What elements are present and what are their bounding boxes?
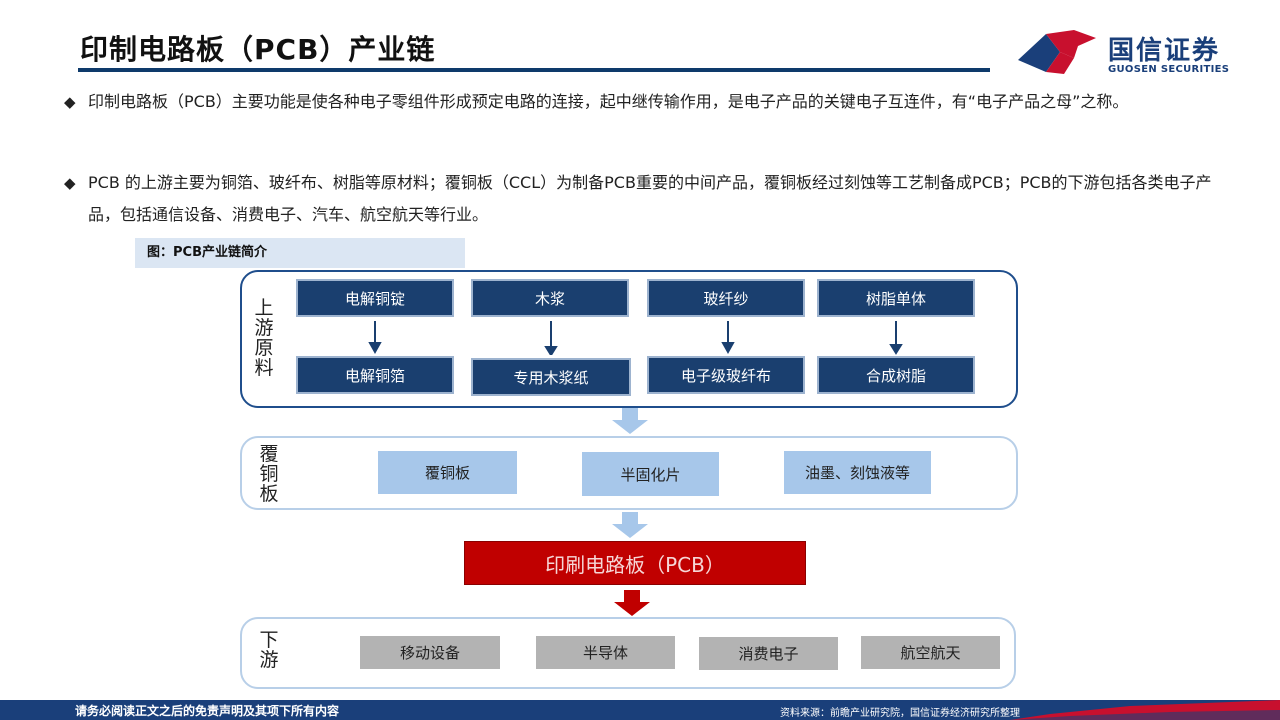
flow-down-arrow-icon (612, 512, 648, 538)
upstream-label-text: 上游原料 (254, 297, 274, 379)
upstream-bottom-box: 专用木浆纸 (471, 358, 631, 396)
upstream-arrows (368, 321, 903, 355)
upstream-bottom-box: 电解铜箔 (296, 356, 454, 394)
footer-source: 资料来源：前瞻产业研究院，国信证券经济研究所整理 (780, 708, 1020, 719)
footer-accent-icon (1010, 700, 1280, 720)
upstream-label: 上游原料 (252, 298, 276, 378)
ccl-box: 半固化片 (582, 452, 719, 496)
ccl-box: 油墨、刻蚀液等 (784, 451, 931, 494)
flow-down-arrow-icon (614, 590, 650, 616)
downstream-box: 消费电子 (699, 637, 838, 670)
logo-text-cn: 国信证券 (1108, 36, 1221, 66)
upstream-top-box: 木浆 (471, 279, 629, 317)
pcb-box: 印刷电路板（PCB） (464, 541, 806, 585)
downstream-box: 航空航天 (861, 636, 1000, 669)
title-rule (78, 68, 990, 72)
downstream-box: 移动设备 (360, 636, 500, 669)
ccl-label: 覆铜板 (257, 444, 281, 504)
guosen-logo-icon (1018, 30, 1096, 74)
footer-disclaimer: 请务必阅读正文之后的免责声明及其项下所有内容 (75, 704, 340, 718)
diamond-bullet-icon: ◆ (64, 174, 76, 192)
page-title: 印制电路板（PCB）产业链 (80, 33, 436, 66)
downstream-label-text: 下游 (259, 629, 279, 671)
logo-text-en: GUOSEN SECURITIES (1108, 64, 1230, 75)
downstream-label: 下游 (257, 630, 281, 670)
upstream-bottom-box: 电子级玻纤布 (647, 356, 805, 394)
upstream-top-box: 玻纤纱 (647, 279, 805, 317)
flow-down-arrow-icon (612, 408, 648, 434)
footer-bar (0, 700, 1280, 720)
upstream-top-box: 树脂单体 (817, 279, 975, 317)
figure-caption: 图：PCB产业链简介 (135, 238, 465, 268)
upstream-bottom-box: 合成树脂 (817, 356, 975, 394)
bullet-1: ◆ 印制电路板（PCB）主要功能是使各种电子零组件形成预定电路的连接，起中继传输… (64, 86, 1224, 118)
bullet-text: PCB 的上游主要为铜箔、玻纤布、树脂等原材料；覆铜板（CCL）为制备PCB重要… (88, 173, 1212, 224)
bullet-2: ◆ PCB 的上游主要为铜箔、玻纤布、树脂等原材料；覆铜板（CCL）为制备PCB… (64, 167, 1224, 231)
downstream-box: 半导体 (536, 636, 675, 669)
bullet-text: 印制电路板（PCB）主要功能是使各种电子零组件形成预定电路的连接，起中继传输作用… (88, 92, 1129, 111)
upstream-top-box: 电解铜锭 (296, 279, 454, 317)
ccl-box: 覆铜板 (378, 451, 517, 494)
ccl-label-text: 覆铜板 (259, 443, 279, 505)
diamond-bullet-icon: ◆ (64, 93, 76, 111)
